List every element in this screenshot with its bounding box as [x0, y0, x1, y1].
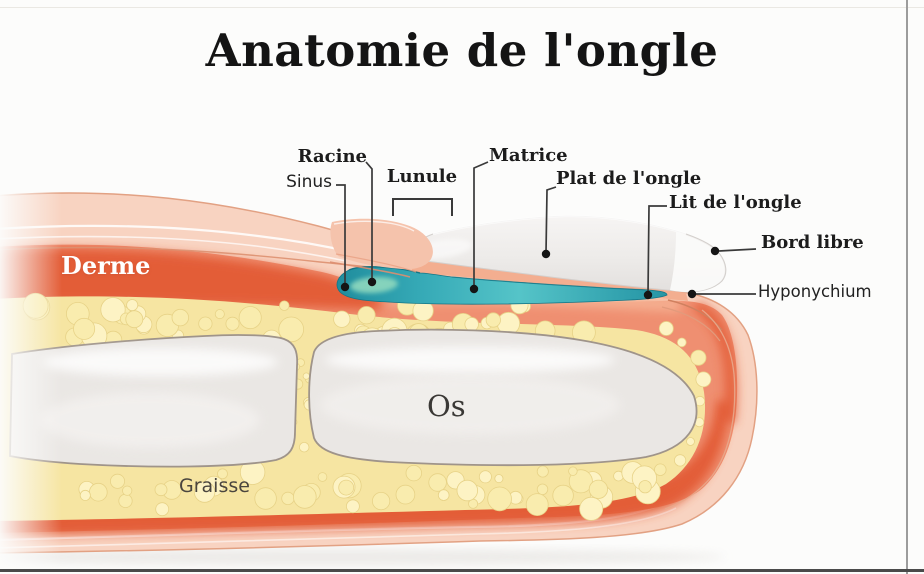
finger-shadow — [0, 549, 725, 565]
frame-top-border — [0, 7, 924, 8]
label-graisse: Graisse — [179, 475, 250, 497]
leader-lit — [647, 205, 667, 295]
fat-bubbles — [22, 292, 712, 521]
fingertip-creases — [661, 299, 736, 510]
frame-right-border — [905, 0, 908, 574]
leader-lines — [336, 161, 757, 295]
bone-phalanx-left — [9, 334, 299, 468]
label-lunule: Lunule — [386, 166, 458, 187]
label-bord-libre: Bord libre — [761, 232, 864, 253]
proximal-fold — [330, 218, 433, 270]
dermis-red-top — [0, 248, 380, 310]
bone-phalanx-distal — [308, 328, 698, 467]
label-os: Os — [427, 389, 466, 423]
label-plat-de-l-ongle: Plat de l'ongle — [556, 168, 702, 189]
leader-sinus — [336, 184, 346, 286]
label-matrice: Matrice — [489, 145, 568, 166]
label-lit-de-l-ongle: Lit de l'ongle — [669, 192, 802, 213]
leader-matrice — [473, 161, 489, 288]
dermis-red-tip — [692, 302, 738, 424]
leader-lunule-bracket — [392, 198, 453, 216]
leader-bord — [718, 248, 757, 252]
leader-plat — [545, 186, 557, 254]
left-fade — [0, 178, 62, 570]
leader-racine — [365, 161, 373, 281]
label-racine: Racine — [297, 146, 367, 167]
label-derme: Derme — [61, 251, 151, 280]
page-title: Anatomie de l'ongle — [205, 24, 719, 77]
nail-complex — [329, 214, 727, 305]
label-hyponychium: Hyponychium — [758, 282, 872, 301]
leader-dots — [340, 246, 720, 300]
label-sinus: Sinus — [286, 172, 332, 192]
nail-free-edge — [670, 232, 725, 292]
frame-bottom-border — [0, 569, 924, 572]
